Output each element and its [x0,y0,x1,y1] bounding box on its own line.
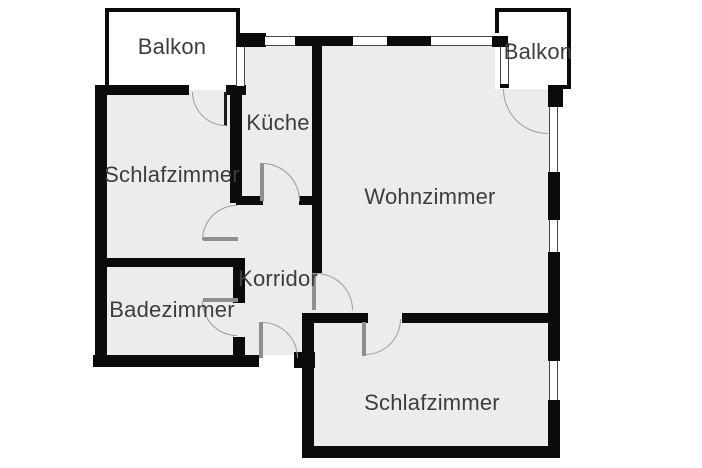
wall-segment [302,313,368,323]
room-label-korridor: Korridor [238,266,318,291]
wall-segment [236,196,263,205]
balcony-left-wall-top [105,8,240,12]
wall-segment [233,258,245,303]
window-top-kueche [265,36,295,46]
window-right-wohnzimmer-2 [549,220,558,252]
wall-segment [312,36,322,273]
balcony-right-wall-top [495,8,571,12]
wall-segment [95,85,107,367]
wall-segment [95,258,245,267]
door-leaf-entrance [259,322,263,358]
balcony-right-wall-left-stub [495,8,499,33]
room-label-schlafzimmer-left: Schlafzimmer [104,162,240,187]
door-leaf-badezimmer [203,298,238,302]
wall-segment [548,172,560,220]
window-right-wohnzimmer-1 [549,107,558,172]
wall-segment [492,36,508,47]
room-label-balkon-right: Balkon [503,39,573,64]
window-balcony-right [500,43,509,88]
window-right-schlafzimmer [549,361,558,400]
balcony-left-floor [105,8,240,90]
room-label-schlafzimmer-bottom: Schlafzimmer [364,390,500,415]
wall-segment [402,313,560,323]
wall-segment [548,400,560,458]
room-floor-schlafzimmer-bottom [308,318,554,452]
wall-segment [548,85,563,107]
room-label-wohnzimmer: Wohnzimmer [364,184,496,209]
window-top-wohnzimmer-1 [353,36,387,46]
window-cap [500,84,509,88]
door-leaf-schlafzimmer-bottom [362,322,366,356]
wall-segment [93,355,259,367]
entrance-doorway-gap [259,355,294,368]
balcony-right-wall-right [567,8,571,89]
door-leaf-wohnzimmer [312,273,316,310]
wall-segment [548,252,560,361]
wall-segment [236,33,266,47]
wall-segment [387,36,431,46]
room-label-balkon-left: Balkon [137,34,207,59]
wall-segment [299,196,314,205]
wall-segment [302,313,314,458]
window-top-wohnzimmer-2 [431,36,492,46]
room-label-kueche: Küche [246,110,310,135]
wall-segment [230,88,242,203]
wall-segment [302,446,560,458]
wall-segment [95,85,189,95]
balcony-left-wall-left [105,8,109,90]
window-kueche-balcony [236,47,245,86]
wall-segment [295,36,353,46]
room-label-badezimmer: Badezimmer [109,297,235,322]
window-cap [500,43,509,47]
wall-segment [233,337,245,367]
